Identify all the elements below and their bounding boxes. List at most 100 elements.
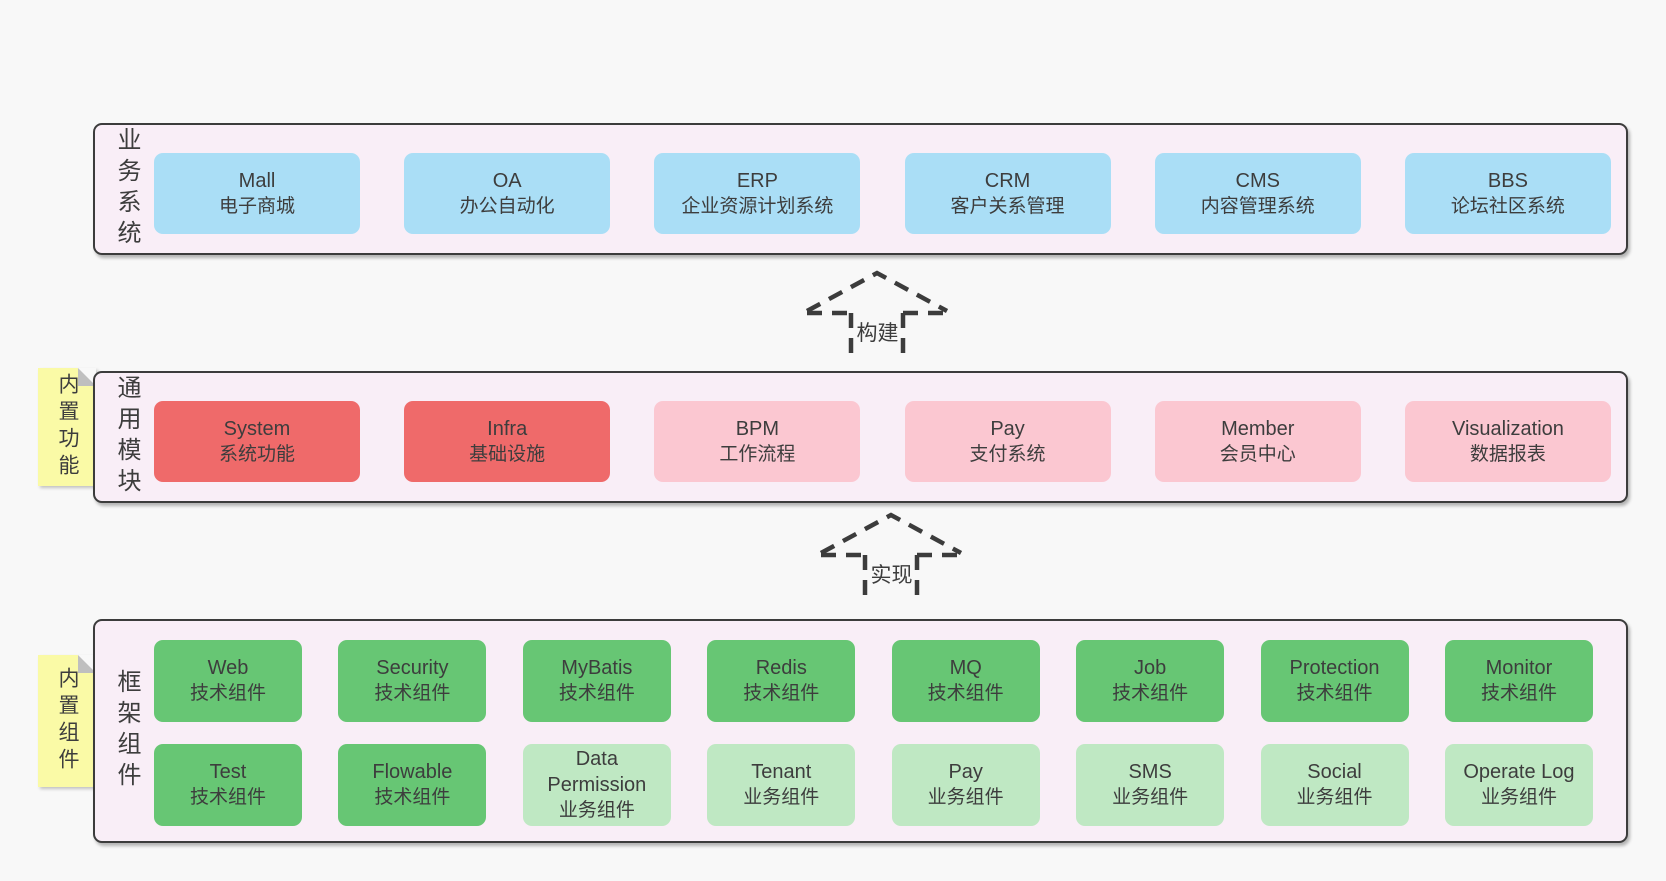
box-subtitle: 技术组件 (743, 683, 820, 704)
box-subtitle: 技术组件 (374, 787, 451, 808)
box-title: ERP (736, 169, 778, 192)
folded-corner-icon (78, 368, 96, 386)
business-systems-row: Mall 电子商城 OA 办公自动化 ERP 企业资源计划系统 CRM 客户关系… (154, 153, 1611, 234)
box-redis: Redis 技术组件 (707, 640, 856, 722)
box-oa: OA 办公自动化 (404, 153, 611, 234)
box-subtitle: 论坛社区系统 (1450, 195, 1565, 217)
box-title: Flowable (372, 761, 453, 783)
box-erp: ERP 企业资源计划系统 (654, 153, 861, 234)
box-protection: Protection 技术组件 (1260, 640, 1409, 722)
box-title: Redis (755, 657, 807, 679)
box-subtitle: 技术组件 (189, 683, 266, 704)
box-subtitle: 业务组件 (1480, 787, 1557, 808)
common-modules-label: 通用模块 (113, 375, 140, 499)
box-subtitle: 系统功能 (218, 443, 295, 465)
box-bbs: BBS 论坛社区系统 (1404, 153, 1611, 234)
box-crm: CRM 客户关系管理 (904, 153, 1111, 234)
box-visualization: Visualization 数据报表 (1404, 401, 1611, 482)
box-subtitle: 技术组件 (927, 683, 1004, 704)
box-mq: MQ 技术组件 (891, 640, 1040, 722)
box-title: MQ (949, 657, 982, 679)
box-subtitle: 会员中心 (1219, 443, 1296, 465)
box-subtitle: 业务组件 (743, 787, 820, 808)
box-title: OA (492, 169, 522, 192)
box-title: Web (207, 657, 249, 679)
box-title: Visualization (1451, 417, 1564, 440)
box-subtitle: 业务组件 (1112, 787, 1189, 808)
box-social: Social 业务组件 (1260, 744, 1409, 826)
common-modules-row: System 系统功能 Infra 基础设施 BPM 工作流程 Pay 支付系统… (154, 401, 1611, 482)
box-subtitle: 企业资源计划系统 (681, 195, 834, 217)
box-subtitle: 技术组件 (1296, 683, 1373, 704)
up-arrow-icon (819, 512, 963, 604)
box-subtitle: 基础设施 (469, 443, 546, 465)
box-member: Member 会员中心 (1154, 401, 1361, 482)
box-subtitle: 技术组件 (374, 683, 451, 704)
box-subtitle: 数据报表 (1469, 443, 1546, 465)
box-mall: Mall 电子商城 (154, 153, 360, 234)
builtin-features-note: 内置功能 (38, 368, 96, 486)
box-pay: Pay 支付系统 (904, 401, 1111, 482)
box-test: Test 技术组件 (154, 744, 302, 826)
box-tenant: Tenant 业务组件 (707, 744, 856, 826)
box-title: CMS (1235, 169, 1280, 192)
box-subtitle: 技术组件 (189, 787, 266, 808)
note-text: 内置功能 (56, 373, 79, 481)
box-title: Data Permission (547, 748, 647, 796)
box-title: Monitor (1485, 657, 1553, 679)
folded-corner-icon (78, 655, 96, 673)
implement-arrow-label: 实现 (870, 564, 913, 587)
box-title: Operate Log (1463, 761, 1575, 783)
panel-framework-components: 框架组件 Web 技术组件 Security 技术组件 MyBatis 技术组件… (93, 619, 1628, 843)
box-title: CRM (984, 169, 1031, 192)
box-title: Infra (487, 417, 528, 440)
box-cms: CMS 内容管理系统 (1154, 153, 1361, 234)
box-title: Test (209, 761, 247, 783)
up-arrow-icon (805, 270, 949, 362)
framework-components-label: 框架组件 (113, 669, 140, 793)
box-web: Web 技术组件 (154, 640, 302, 722)
box-subtitle: 技术组件 (1480, 683, 1557, 704)
box-pay-component: Pay 业务组件 (891, 744, 1040, 826)
box-title: MyBatis (561, 657, 633, 679)
box-data-permission: Data Permission 业务组件 (522, 744, 671, 826)
framework-row-2: Test 技术组件 Flowable 技术组件 Data Permission … (154, 744, 1593, 826)
box-monitor: Monitor 技术组件 (1444, 640, 1593, 722)
panel-business-systems: 业务系统 Mall 电子商城 OA 办公自动化 ERP 企业资源计划系统 CRM… (93, 123, 1628, 255)
note-text: 内置组件 (56, 667, 79, 775)
box-subtitle: 业务组件 (558, 800, 635, 821)
box-subtitle: 电子商城 (218, 195, 295, 217)
box-bpm: BPM 工作流程 (654, 401, 861, 482)
box-infra: Infra 基础设施 (404, 401, 611, 482)
box-title: BBS (1487, 169, 1528, 192)
box-title: Pay (990, 417, 1025, 440)
implement-arrow: 实现 (804, 502, 979, 610)
builtin-components-note: 内置组件 (38, 655, 96, 787)
box-subtitle: 办公自动化 (459, 195, 555, 217)
business-systems-label: 业务系统 (113, 127, 140, 251)
box-subtitle: 内容管理系统 (1200, 195, 1315, 217)
box-subtitle: 支付系统 (969, 443, 1046, 465)
box-title: System (223, 417, 291, 440)
box-mybatis: MyBatis 技术组件 (522, 640, 671, 722)
box-security: Security 技术组件 (338, 640, 487, 722)
box-subtitle: 业务组件 (1296, 787, 1373, 808)
box-flowable: Flowable 技术组件 (338, 744, 487, 826)
box-title: Social (1307, 761, 1362, 783)
box-subtitle: 技术组件 (1112, 683, 1189, 704)
box-operate-log: Operate Log 业务组件 (1444, 744, 1593, 826)
box-subtitle: 业务组件 (927, 787, 1004, 808)
box-title: SMS (1128, 761, 1172, 783)
box-job: Job 技术组件 (1076, 640, 1225, 722)
box-sms: SMS 业务组件 (1076, 744, 1225, 826)
box-title: Pay (948, 761, 983, 783)
framework-row-1: Web 技术组件 Security 技术组件 MyBatis 技术组件 Redi… (154, 640, 1593, 722)
panel-common-modules: 通用模块 System 系统功能 Infra 基础设施 BPM 工作流程 Pay… (93, 371, 1628, 503)
build-arrow-label: 构建 (856, 322, 899, 345)
box-subtitle: 技术组件 (558, 683, 635, 704)
box-system: System 系统功能 (154, 401, 360, 482)
box-title: Security (376, 657, 449, 679)
build-arrow: 构建 (790, 260, 965, 368)
box-subtitle: 工作流程 (719, 443, 796, 465)
